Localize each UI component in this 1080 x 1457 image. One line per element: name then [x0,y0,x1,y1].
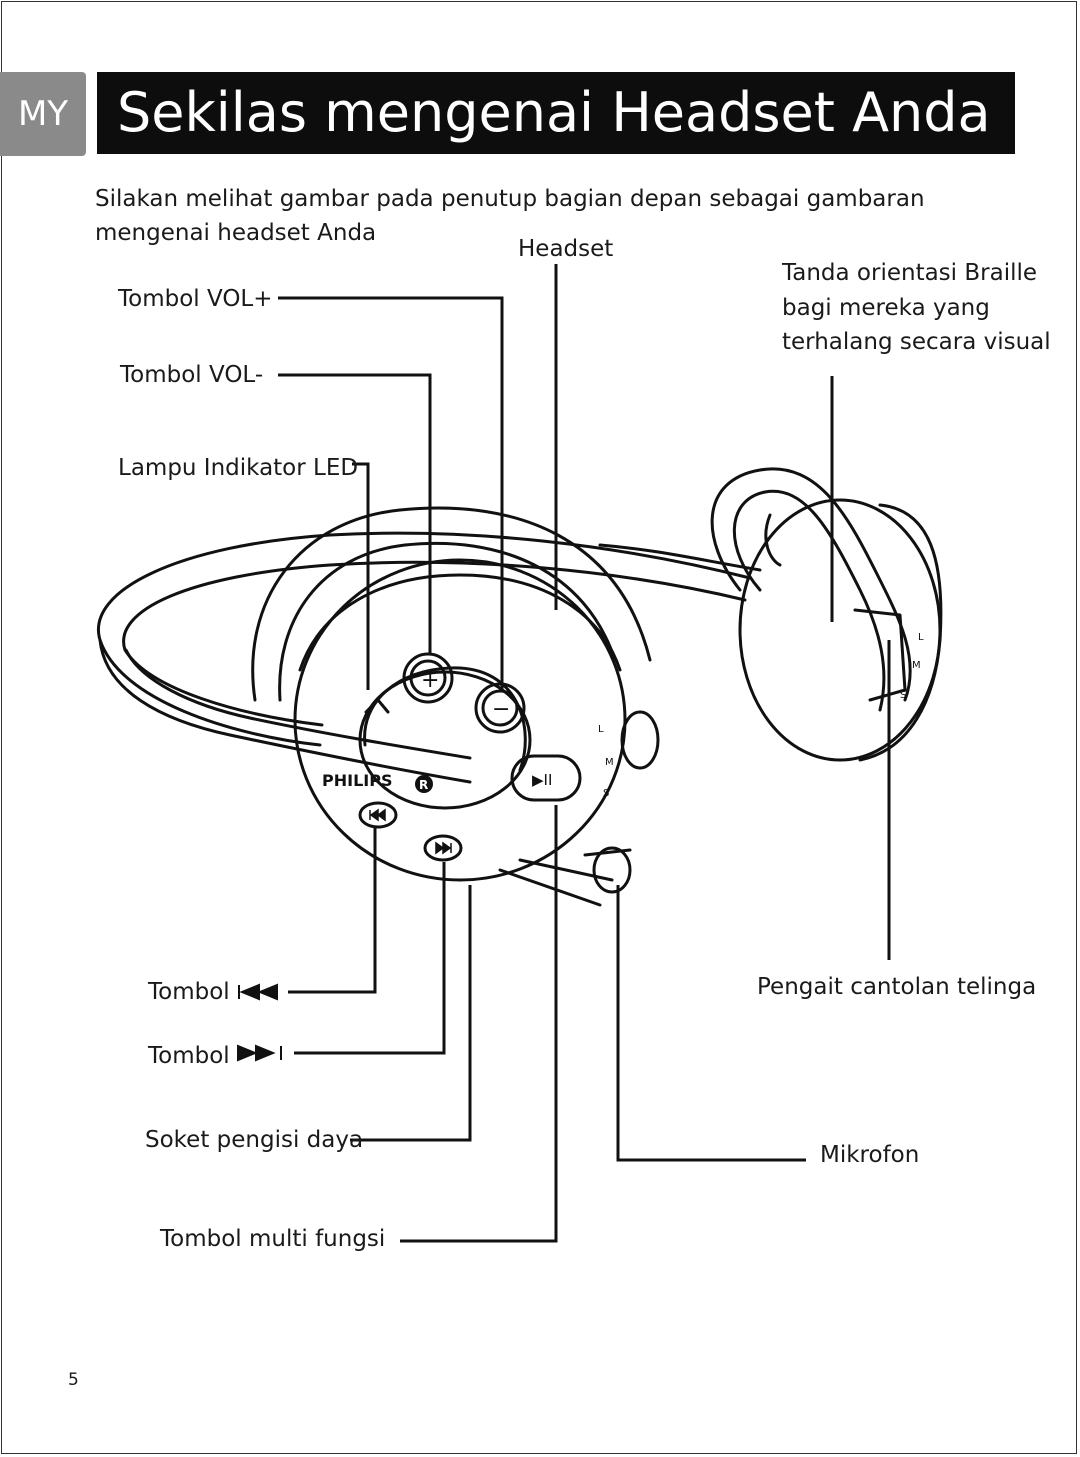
label-multi: Tombol multi fungsi [160,1226,386,1252]
label-headset: Headset [518,236,614,262]
label-led: Lampu Indikator LED [118,455,359,481]
next-track-icon [435,841,452,855]
size-m-mark-right: M [912,660,921,671]
size-s-mark-right: S [900,690,906,701]
size-l-mark-right: L [918,632,924,643]
leader-vol-minus [278,373,432,655]
vol-minus-glyph: − [492,697,510,722]
label-vol-plus: Tombol VOL+ [118,286,273,312]
leader-mic [616,885,806,1162]
prev-track-icon [369,808,386,822]
label-mic: Mikrofon [820,1142,920,1168]
leader-vol-plus [278,296,504,690]
label-prev: Tombol [148,979,230,1005]
leader-multi [400,805,558,1243]
label-vol-minus: Tombol VOL- [120,362,264,388]
leader-charger [350,885,472,1142]
size-l-mark: L [598,724,604,735]
prev-label-icon [239,983,278,1001]
size-m-mark: M [605,757,614,768]
registered-mark: R [419,778,428,792]
label-braille-line3: terhalang secara visual [782,329,1051,355]
next-label-icon [237,1044,276,1062]
play-pause-glyph: ▶II [532,771,552,789]
size-s-mark: S [603,788,609,799]
label-braille-line1: Tanda orientasi Braille [782,260,1038,286]
label-charger: Soket pengisi daya [145,1127,364,1153]
page-number: 5 [68,1370,79,1390]
brand-logo: PHILIPS [322,771,392,790]
vol-plus-glyph: + [421,668,439,693]
leader-led [352,462,370,690]
leader-prev [288,828,377,994]
label-braille-line2: bagi mereka yang [782,295,990,321]
label-ear-hook: Pengait cantolan telinga [757,974,1037,1000]
language-tab: MY [0,72,86,156]
page-title: Sekilas mengenai Headset Anda [97,72,1015,154]
label-next: Tombol [148,1043,230,1069]
leader-next [294,862,446,1055]
intro-text: Silakan melihat gambar pada penutup bagi… [95,186,925,246]
